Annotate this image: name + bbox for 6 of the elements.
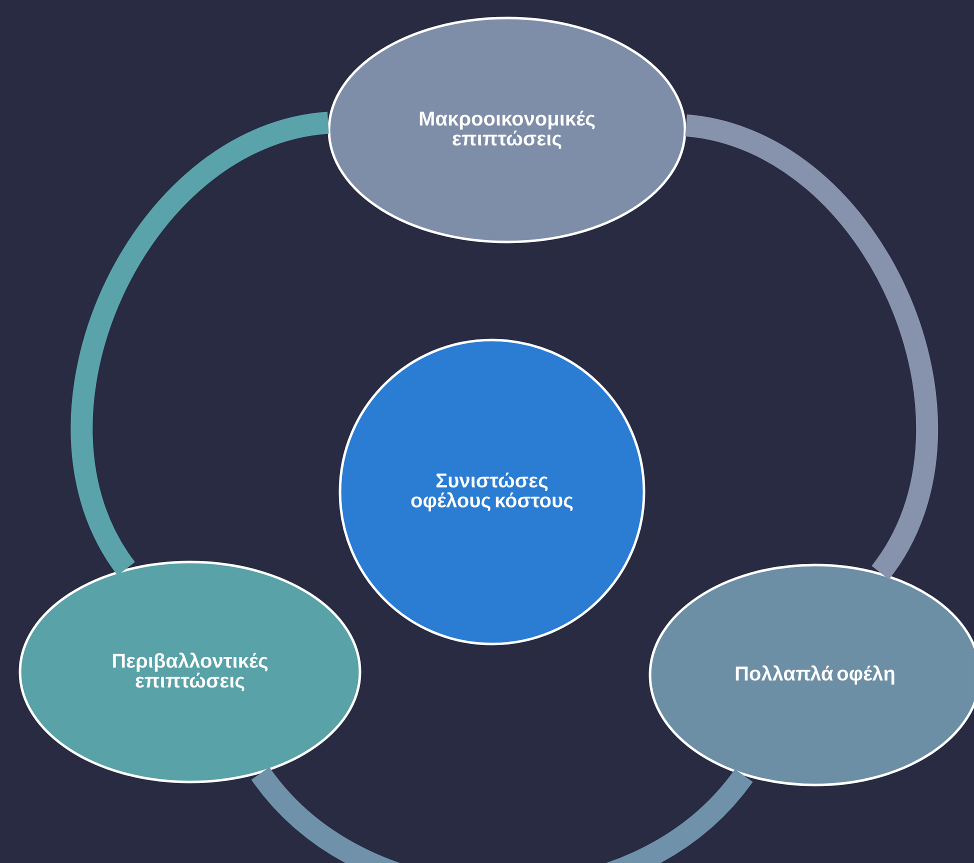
ring-arc <box>684 114 938 578</box>
ellipse-node: Πολλαπλά οφέλη <box>648 564 974 786</box>
ring-arc <box>70 112 330 574</box>
ring-arc <box>252 766 752 863</box>
ellipse-node: Μακροοικονομικές επιπτώσεις <box>328 16 686 244</box>
ellipse-node: Περιβαλλοντικές επιπτώσεις <box>18 560 362 784</box>
